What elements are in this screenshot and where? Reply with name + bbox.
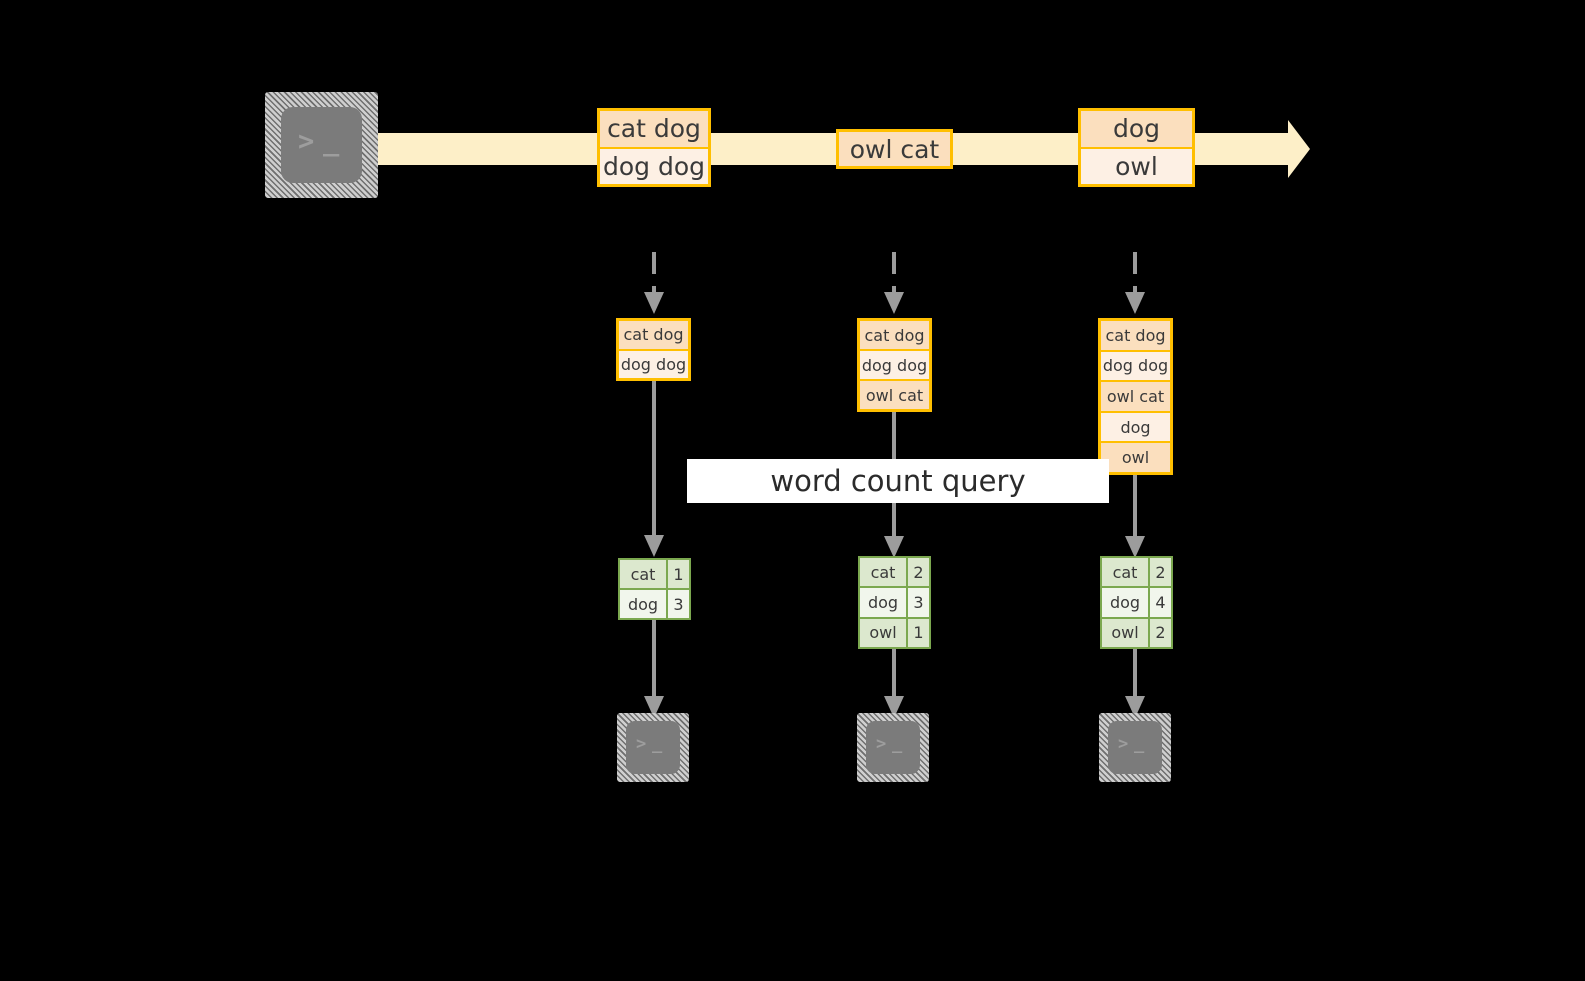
snapshot-1-counts-table: cat 1 dog 3 bbox=[618, 558, 691, 620]
table-row: cat 2 bbox=[1102, 558, 1171, 587]
snapshot-2-log: cat dog dog dog owl cat bbox=[857, 318, 932, 412]
snapshot-2-sink-terminal-icon: > _ bbox=[857, 713, 929, 782]
snapshot-2-word-1: cat bbox=[860, 558, 906, 587]
snapshot-1-log-line-2: dog dog bbox=[619, 348, 688, 378]
snapshot-2-counts-table: cat 2 dog 3 owl 1 bbox=[858, 556, 931, 649]
connector-snapshot-3-log-to-counts bbox=[1125, 475, 1145, 558]
snapshot-3-log-line-3: owl cat bbox=[1101, 380, 1170, 411]
snapshot-2-count-3: 1 bbox=[906, 618, 929, 647]
terminal-cursor-glyph: _ bbox=[892, 734, 903, 754]
table-row: dog 3 bbox=[860, 586, 929, 617]
connector-stream-to-snapshot-1 bbox=[644, 252, 664, 314]
stream-group-3-line-2: owl bbox=[1081, 146, 1192, 184]
terminal-prompt-glyph: > bbox=[876, 734, 887, 754]
snapshot-3-counts-table: cat 2 dog 4 owl 2 bbox=[1100, 556, 1173, 649]
snapshot-2-log-line-1: cat dog bbox=[860, 321, 929, 349]
terminal-cursor-glyph: _ bbox=[652, 734, 663, 754]
table-row: cat 1 bbox=[620, 560, 689, 588]
stream-group-3-line-1: dog bbox=[1081, 111, 1192, 147]
terminal-screen bbox=[866, 721, 920, 774]
snapshot-3-word-3: owl bbox=[1102, 618, 1148, 647]
query-label-banner: word count query bbox=[687, 459, 1109, 503]
stream-group-3: dog owl bbox=[1078, 108, 1195, 187]
snapshot-2-count-1: 2 bbox=[906, 558, 929, 587]
table-row: cat 2 bbox=[860, 558, 929, 587]
table-row: owl 1 bbox=[860, 616, 929, 647]
connector-snapshot-2-counts-to-sink bbox=[884, 649, 904, 718]
snapshot-1-count-1: 1 bbox=[666, 560, 689, 588]
stream-group-1: cat dog dog dog bbox=[597, 108, 711, 187]
connector-snapshot-3-counts-to-sink bbox=[1125, 649, 1145, 718]
stream-group-1-line-2: dog dog bbox=[600, 146, 708, 184]
snapshot-3-count-3: 2 bbox=[1148, 618, 1171, 647]
terminal-screen bbox=[1108, 721, 1162, 774]
table-row: dog 4 bbox=[1102, 586, 1171, 617]
stream-group-1-line-1: cat dog bbox=[600, 111, 708, 147]
snapshot-2-word-2: dog bbox=[860, 588, 906, 617]
snapshot-3-log-line-5: owl bbox=[1101, 441, 1170, 472]
query-label-text: word count query bbox=[770, 464, 1026, 498]
stream-group-2-line-1: owl cat bbox=[839, 132, 950, 166]
connector-stream-to-snapshot-3 bbox=[1125, 252, 1145, 314]
connector-stream-to-snapshot-2 bbox=[884, 252, 904, 314]
snapshot-3-count-1: 2 bbox=[1148, 558, 1171, 587]
snapshot-3-count-2: 4 bbox=[1148, 588, 1171, 617]
snapshot-1-word-1: cat bbox=[620, 560, 666, 588]
snapshot-2-log-line-3: owl cat bbox=[860, 379, 929, 409]
snapshot-1-count-2: 3 bbox=[666, 590, 689, 618]
connector-snapshot-1-counts-to-sink bbox=[644, 620, 664, 718]
terminal-prompt-glyph: > bbox=[1118, 734, 1129, 754]
snapshot-2-log-line-2: dog dog bbox=[860, 349, 929, 379]
table-row: owl 2 bbox=[1102, 616, 1171, 647]
table-row: dog 3 bbox=[620, 588, 689, 618]
snapshot-3-sink-terminal-icon: > _ bbox=[1099, 713, 1171, 782]
stream-group-2: owl cat bbox=[836, 129, 953, 169]
snapshot-1-word-2: dog bbox=[620, 590, 666, 618]
terminal-screen bbox=[626, 721, 680, 774]
terminal-cursor-glyph: _ bbox=[1134, 734, 1145, 754]
terminal-screen bbox=[281, 107, 362, 183]
snapshot-3-log: cat dog dog dog owl cat dog owl bbox=[1098, 318, 1173, 475]
snapshot-3-log-line-2: dog dog bbox=[1101, 349, 1170, 381]
snapshot-3-word-1: cat bbox=[1102, 558, 1148, 587]
snapshot-1-sink-terminal-icon: > _ bbox=[617, 713, 689, 782]
snapshot-1-log-line-1: cat dog bbox=[619, 321, 688, 349]
snapshot-3-log-line-4: dog bbox=[1101, 410, 1170, 442]
terminal-cursor-glyph: _ bbox=[323, 126, 341, 157]
snapshot-2-count-2: 3 bbox=[906, 588, 929, 617]
snapshot-3-word-2: dog bbox=[1102, 588, 1148, 617]
source-terminal-icon: > _ bbox=[265, 92, 378, 198]
terminal-prompt-glyph: > bbox=[298, 126, 316, 157]
terminal-prompt-glyph: > bbox=[636, 734, 647, 754]
snapshot-1-log: cat dog dog dog bbox=[616, 318, 691, 381]
snapshot-2-word-3: owl bbox=[860, 618, 906, 647]
snapshot-3-log-line-1: cat dog bbox=[1101, 321, 1170, 350]
connector-snapshot-1-log-to-counts bbox=[644, 381, 664, 557]
